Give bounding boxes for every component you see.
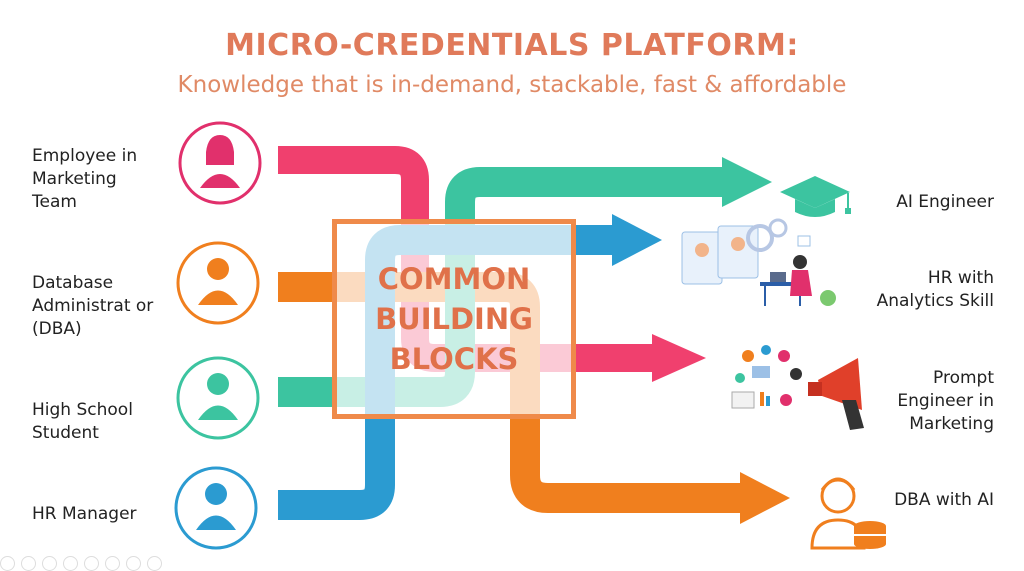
arrow-pink: [652, 334, 706, 382]
input-label-hr-manager: HR Manager: [32, 504, 137, 524]
manager-icon: [174, 466, 258, 550]
student-icon: [176, 356, 260, 440]
page-title: MICRO-CREDENTIALS PLATFORM:: [225, 28, 799, 63]
slideshow-toolbar: [0, 556, 162, 571]
input-label-employee: Employee in Marketing Team: [32, 146, 138, 212]
woman-icon: [178, 121, 262, 205]
output-label-prompt-engineer: Prompt Engineer in Marketing: [897, 368, 994, 434]
captions-icon[interactable]: [105, 556, 120, 571]
pen-icon[interactable]: [42, 556, 57, 571]
zoom-icon[interactable]: [84, 556, 99, 571]
prev-icon[interactable]: [0, 556, 15, 571]
arrow-green: [722, 157, 772, 207]
play-icon[interactable]: [21, 556, 36, 571]
input-label-dba: Database Administrat or (DBA): [32, 273, 154, 339]
arrow-orange: [740, 472, 790, 524]
hr-analytics-illustration-icon: [681, 218, 836, 306]
camera-icon[interactable]: [126, 556, 141, 571]
center-label: COMMON BUILDING BLOCKS: [375, 262, 533, 376]
graduation-cap-icon: [780, 176, 851, 217]
page-subtitle: Knowledge that is in-demand, stackable, …: [177, 72, 847, 98]
output-label-ai-engineer: AI Engineer: [896, 192, 994, 212]
man-icon: [176, 241, 260, 325]
common-building-blocks-box: COMMON BUILDING BLOCKS: [332, 219, 576, 419]
output-label-hr-analytics: HR with Analytics Skill: [876, 268, 994, 311]
dba-person-database-icon: [810, 477, 886, 550]
more-icon[interactable]: [147, 556, 162, 571]
output-label-dba-ai: DBA with AI: [894, 490, 994, 510]
input-label-student: High School Student: [32, 400, 133, 443]
slides-icon[interactable]: [63, 556, 78, 571]
arrow-blue: [612, 214, 662, 266]
megaphone-marketing-icon: [731, 345, 864, 430]
